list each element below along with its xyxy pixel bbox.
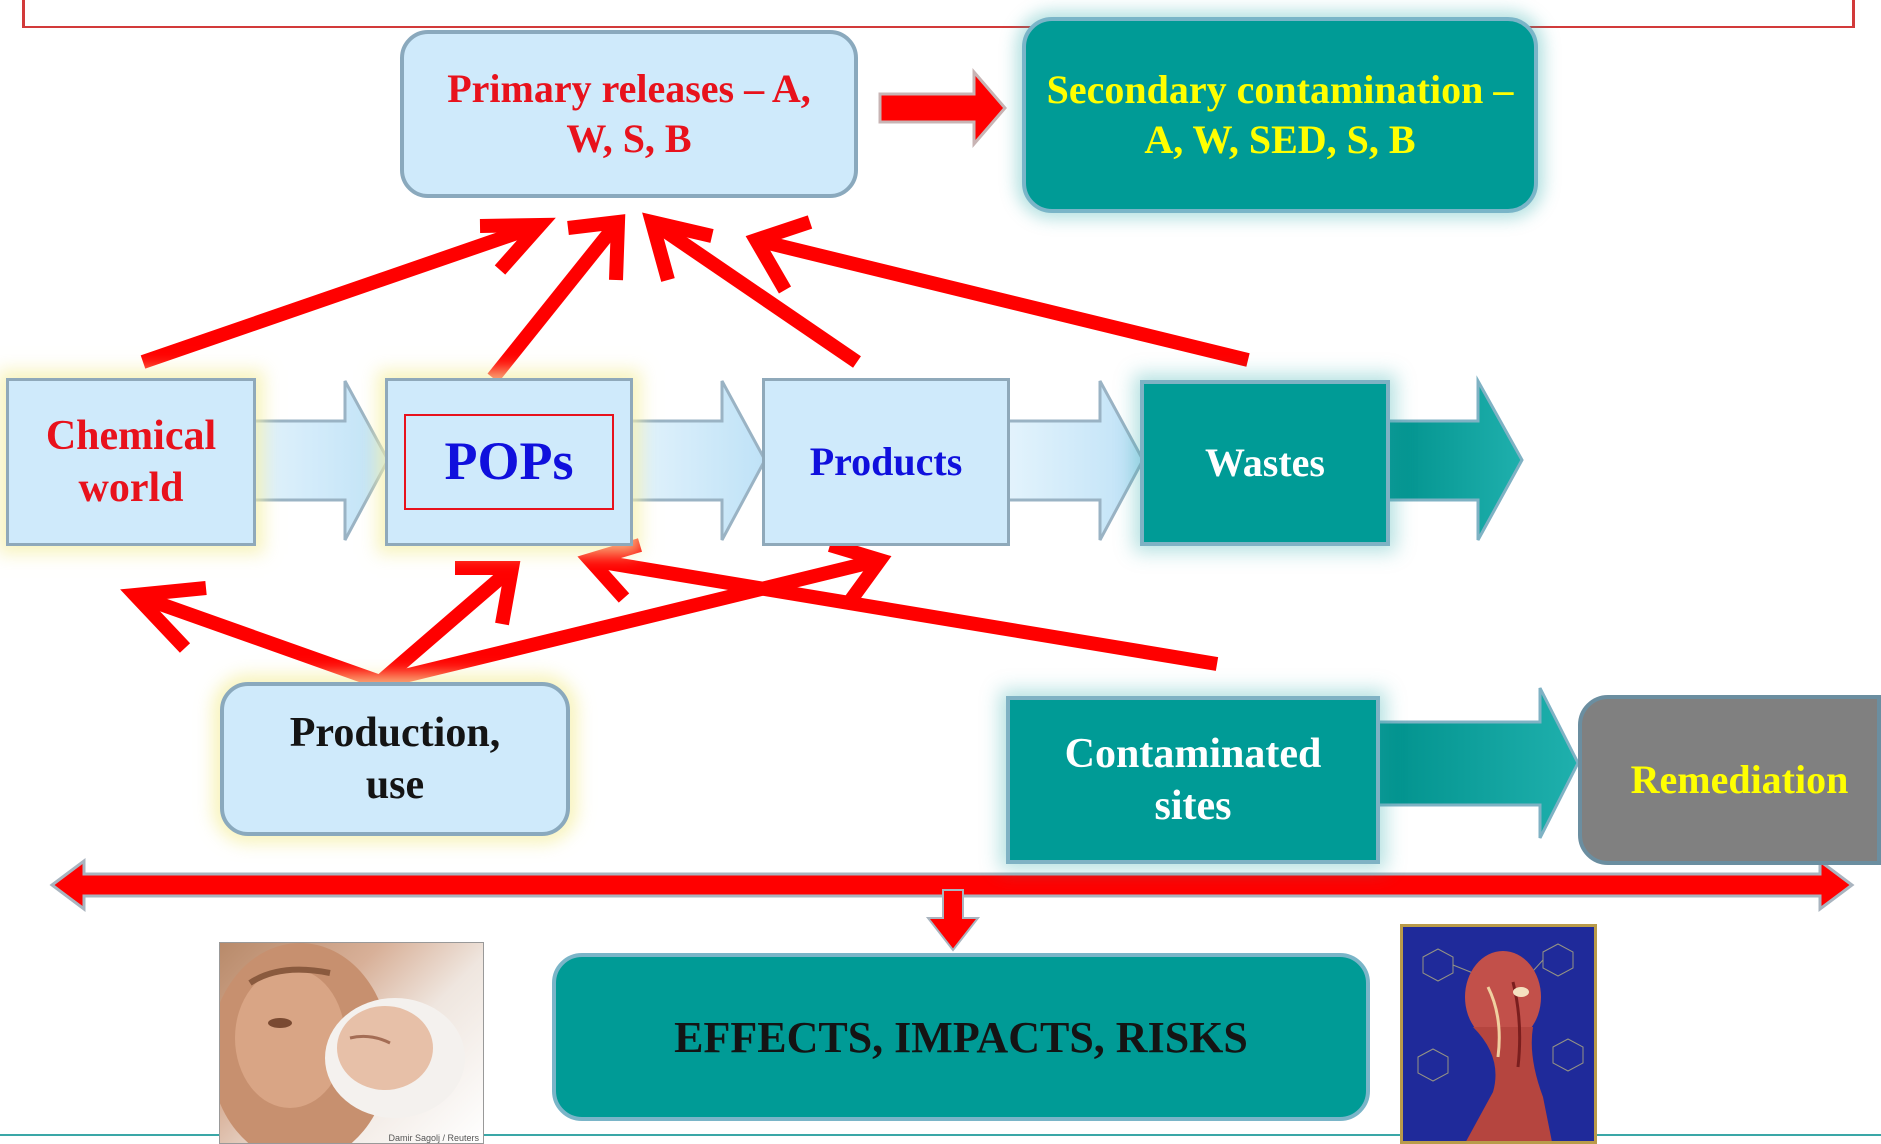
secondary-contamination-box: Secondary contamination – A, W, SED, S, …: [1022, 17, 1538, 213]
primary-releases-label: Primary releases – A, W, S, B: [447, 66, 811, 161]
arrow-products-to-primary: [648, 216, 861, 368]
products-label: Products: [809, 439, 963, 484]
contaminated-sites-box: Contaminated sites: [1006, 696, 1380, 864]
products-box: Products: [762, 378, 1010, 546]
effects-box: EFFECTS, IMPACTS, RISKS: [552, 953, 1370, 1121]
chemical-world-label: Chemical world: [45, 412, 217, 512]
chemical-world-box: Chemical world: [6, 378, 256, 546]
primary-releases-box: Primary releases – A, W, S, B: [400, 30, 858, 198]
pops-inner-frame: POPs: [404, 414, 614, 510]
arrow-wastes-to-primary: [754, 233, 1250, 367]
double-arrow-effects-band: [49, 858, 1855, 912]
arrow-down-to-effects: [925, 889, 981, 952]
anatomy-figure: [1417, 943, 1584, 1141]
production-use-box: Production, use: [220, 682, 570, 836]
secondary-contamination-label: Secondary contamination – A, W, SED, S, …: [1046, 67, 1514, 162]
arrow-sites-to-pops: [588, 553, 1219, 671]
pops-label: POPs: [444, 431, 574, 492]
photo-credit: Damir Sagolj / Reuters: [388, 1133, 479, 1143]
block-arrow-pops-to-products: [628, 380, 767, 541]
arrow-production-to-chemical: [132, 588, 383, 689]
arrow-pops-to-primary: [487, 217, 624, 383]
contaminated-sites-label: Contaminated sites: [1064, 730, 1322, 830]
bottom-divider: [0, 1134, 1881, 1136]
wastes-label: Wastes: [1205, 440, 1325, 485]
top-frame-bottom: [22, 26, 1854, 28]
top-frame-left: [22, 0, 25, 28]
production-use-label: Production, use: [289, 709, 501, 809]
mother-baby-photo: Damir Sagolj / Reuters: [219, 942, 484, 1144]
remediation-box: Remediation: [1578, 695, 1881, 865]
arrow-production-to-pops: [375, 562, 517, 688]
block-arrow-chemical-to-pops: [248, 380, 390, 541]
block-arrow-sites-to-remediation: [1374, 687, 1580, 839]
remediation-label: Remediation: [1630, 757, 1849, 802]
red-arrow-primary-to-secondary: [878, 67, 1007, 149]
block-arrow-wastes-out: [1383, 375, 1524, 541]
arrow-chemical-to-primary: [140, 218, 543, 369]
wastes-box: Wastes: [1140, 380, 1390, 546]
arrow-production-to-products: [378, 553, 882, 689]
anatomy-illustration: [1400, 924, 1597, 1144]
effects-label: EFFECTS, IMPACTS, RISKS: [674, 1012, 1248, 1062]
block-arrow-products-to-wastes: [1006, 380, 1145, 541]
mother-baby-illustration: [220, 943, 465, 1143]
top-frame-right: [1852, 0, 1855, 28]
pops-box: POPs: [385, 378, 633, 546]
